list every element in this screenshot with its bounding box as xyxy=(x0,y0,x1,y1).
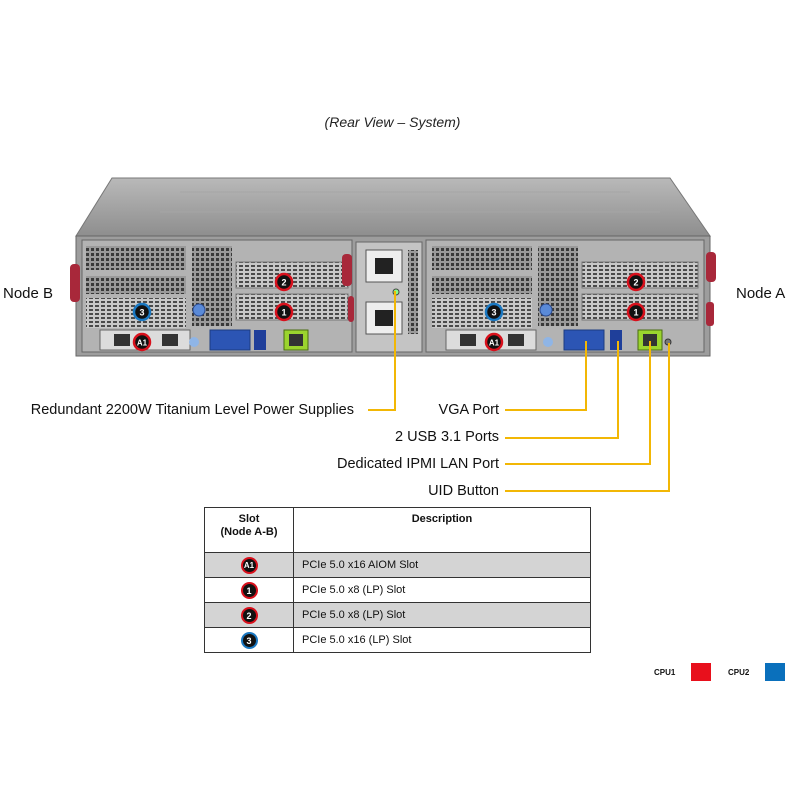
slot-table: Slot (Node A-B) Description A1 PCIe 5.0 … xyxy=(204,507,591,653)
slot-description: PCIe 5.0 x8 (LP) Slot xyxy=(293,602,591,628)
callout-usb-ports: 2 USB 3.1 Ports xyxy=(395,429,499,445)
node-b-badge-slot2: 2 xyxy=(274,272,294,292)
node-b-badge-slot1: 1 xyxy=(274,302,294,322)
leader-psu xyxy=(368,291,396,411)
leader-ipmi xyxy=(505,341,651,465)
slot-badge-3: 3 xyxy=(240,631,258,649)
legend-cpu1-label: CPU1 xyxy=(654,668,676,677)
slot-column-header: Slot (Node A-B) xyxy=(204,507,294,553)
psu-handle-lower xyxy=(348,296,354,322)
node-a-handle xyxy=(706,252,716,282)
node-b-handle xyxy=(70,264,80,302)
table-row: 1 PCIe 5.0 x8 (LP) Slot xyxy=(204,577,591,603)
table-header-row: Slot (Node A-B) Description xyxy=(204,507,591,553)
leader-uid xyxy=(505,343,670,492)
node-a-badge-aiom: A1 xyxy=(484,332,504,352)
node-a-badge-slot1-label: 1 xyxy=(633,308,638,318)
node-a-module xyxy=(425,239,705,353)
callout-ipmi-lan-port: Dedicated IPMI LAN Port xyxy=(337,456,499,472)
node-b-badge-slot3: 3 xyxy=(132,302,152,322)
slot-header-line2: (Node A-B) xyxy=(220,526,278,538)
node-a-badge-slot3: 3 xyxy=(484,302,504,322)
node-b-badge-aiom: A1 xyxy=(132,332,152,352)
view-title: (Rear View – System) xyxy=(324,114,461,130)
node-b-badge-slot2-label: 2 xyxy=(281,278,286,288)
leader-vga xyxy=(505,341,587,411)
server-rear-view-image: 2 1 3 A1 xyxy=(70,177,716,357)
callout-uid-button: UID Button xyxy=(428,483,499,499)
table-row: 3 PCIe 5.0 x16 (LP) Slot xyxy=(204,627,591,653)
psu-handle-upper xyxy=(342,254,352,286)
table-row: A1 PCIe 5.0 x16 AIOM Slot xyxy=(204,552,591,578)
node-a-badge-aiom-label: A1 xyxy=(489,339,500,348)
node-b-label: Node B xyxy=(3,285,54,302)
leader-usb xyxy=(505,341,619,439)
node-a-label: Node A xyxy=(736,285,786,302)
node-b-badge-slot3-label: 3 xyxy=(139,308,144,318)
slot-badge-2: 2 xyxy=(240,606,258,624)
node-a-badge-slot2: 2 xyxy=(626,272,646,292)
slot-header-line1: Slot xyxy=(238,513,260,525)
node-b-badge-slot1-label: 1 xyxy=(281,308,286,318)
node-a-handle-lower xyxy=(706,302,714,326)
slot-badge-1: 1 xyxy=(240,581,258,599)
legend-cpu1-swatch xyxy=(691,663,711,681)
slot-badge-a1: A1 xyxy=(240,556,258,574)
slot-description: PCIe 5.0 x8 (LP) Slot xyxy=(293,577,591,603)
callout-vga-port: VGA Port xyxy=(438,402,499,418)
node-a-badge-slot2-label: 2 xyxy=(633,278,638,288)
node-a-badge-slot1: 1 xyxy=(626,302,646,322)
legend-cpu2-label: CPU2 xyxy=(728,668,750,677)
table-row: 2 PCIe 5.0 x8 (LP) Slot xyxy=(204,602,591,628)
node-a-badge-slot3-label: 3 xyxy=(491,308,496,318)
description-column-header: Description xyxy=(293,507,591,553)
slot-description: PCIe 5.0 x16 AIOM Slot xyxy=(293,552,591,578)
callout-power-supplies: Redundant 2200W Titanium Level Power Sup… xyxy=(30,402,354,418)
node-b-badge-aiom-label: A1 xyxy=(137,339,148,348)
slot-description: PCIe 5.0 x16 (LP) Slot xyxy=(293,627,591,653)
legend-cpu2-swatch xyxy=(765,663,785,681)
